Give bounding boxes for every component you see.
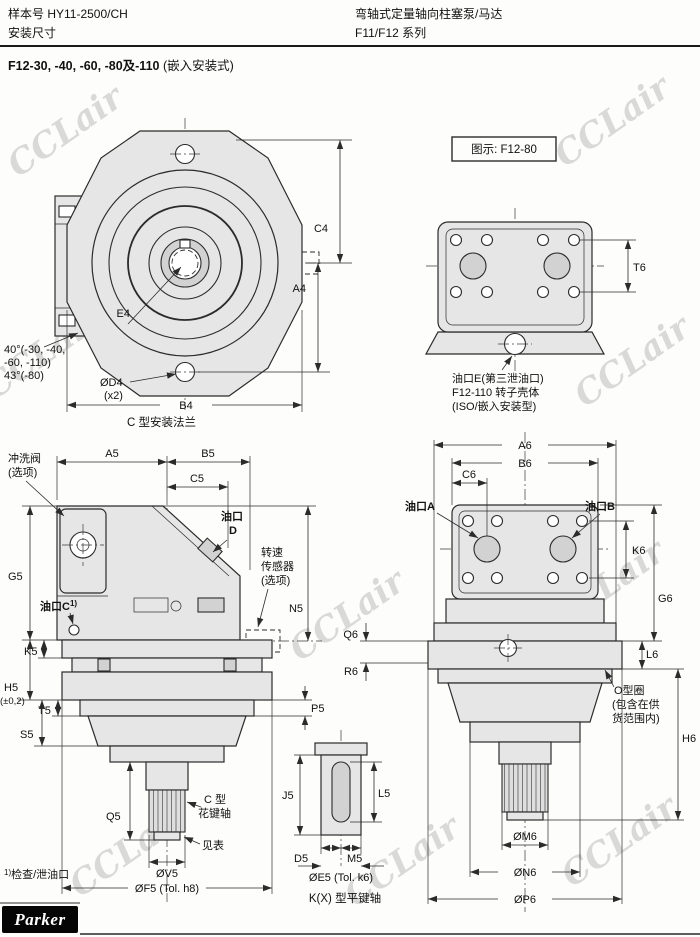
sensor-label1: 转速	[261, 545, 283, 559]
dim-h6-label: H6	[682, 733, 696, 745]
angle-note-line2: -60, -110)	[4, 357, 51, 369]
watermark: CCLair	[547, 66, 679, 175]
port-e-note-line2: F12-110 转子壳体	[452, 385, 539, 399]
dim-b6-label: B6	[518, 458, 531, 470]
dim-k5-label: K5	[24, 646, 37, 658]
dim-p5-label: P5	[311, 703, 324, 715]
dim-s5-label: S5	[20, 729, 33, 741]
dim-a6-label: A6	[518, 440, 531, 452]
dim-l6-label: L6	[646, 649, 658, 661]
dim-n5-label: N5	[289, 603, 303, 615]
dim-h5-label: H5	[4, 682, 18, 694]
dim-b5-label: B5	[201, 448, 214, 460]
key-shaft-drawing: J5 L5 D5 M5 ØE5 (Tol. k6) K(X) 型平键轴	[282, 730, 390, 905]
figure-label-box	[451, 136, 557, 162]
mounting-flange-right	[427, 640, 623, 670]
dim-a4-label: A4	[293, 283, 306, 295]
spline-type-label2: 花键轴	[198, 806, 231, 820]
front-view-drawing: E4 ØD4 (x2) C4 A4 B4 C 型安装法兰 40°(-30, -4…	[4, 118, 352, 429]
dim-h5-tol-label: (±0,2)	[0, 696, 25, 707]
port-e-note-line3: (ISO/嵌入安装型)	[452, 399, 536, 413]
dim-j5-label: J5	[282, 790, 294, 802]
header-left: 样本号 HY11-2500/CH 安装尺寸	[8, 5, 128, 43]
spline-shaft	[148, 789, 186, 833]
port-a-label: 油口A	[405, 499, 435, 513]
port-a-circle	[473, 535, 501, 563]
parker-logo-text: Parker	[14, 909, 66, 929]
dim-m6-label: ØM6	[513, 831, 537, 843]
dim-p6-label: ØP6	[514, 894, 536, 906]
dim-e5-label: ØE5 (Tol. k6)	[309, 872, 373, 884]
rotor-housing	[437, 221, 593, 333]
dim-q5-label: Q5	[106, 811, 121, 823]
dim-b4-label: B4	[179, 400, 192, 412]
doc-subtitle: 安装尺寸	[8, 26, 57, 40]
oring-note-line1: O型圈	[614, 683, 645, 697]
sensor-label2: 传感器	[261, 560, 294, 573]
port-face-plate	[451, 504, 599, 600]
flush-valve-label2: (选项)	[8, 466, 37, 479]
front-view-caption: C 型安装法兰	[127, 415, 196, 429]
pilot-circle	[127, 205, 243, 321]
dim-r6-label: R6	[344, 666, 358, 678]
doc-number: 样本号 HY11-2500/CH	[8, 7, 128, 21]
angle-note-line3: 43°(-80)	[4, 370, 44, 382]
port-b-label: 油口B	[585, 499, 615, 513]
dim-f5-label: ØF5 (Tol. h8)	[135, 883, 199, 895]
footnote: 1)检查/泄油口	[4, 867, 69, 881]
side-view-drawing: A5 B5 C5 冲洗阀 (选项) 油口 D 转速 传感器 (选项) N5	[0, 448, 324, 902]
angle-note-line1: 40°(-30, -40,	[4, 344, 65, 356]
port-view-drawing: A6 B6 C6 油口A 油口B K6 G6 L6 H6	[343, 432, 696, 912]
header-right: 弯轴式定量轴向柱塞泵/马达 F11/F12 系列	[355, 5, 502, 43]
dim-d4-qty-label: (x2)	[104, 390, 123, 402]
watermark: CCLair	[554, 786, 686, 895]
port-d-label: 油口	[221, 509, 243, 523]
dim-g5-label: G5	[8, 571, 23, 583]
section-title-models: F12-30, -40, -60, -80及-110	[8, 59, 160, 73]
key-shaft-caption: K(X) 型平键轴	[309, 891, 381, 905]
keyway-slot	[331, 761, 351, 823]
section-title-type: (嵌入安装式)	[159, 59, 234, 73]
port-d-letter: D	[229, 525, 237, 537]
drain-port-circle	[68, 624, 80, 636]
rear-view-drawing: 图示: F12-80 T6 油口E(第三泄油口) F12-110 转子壳体 (I	[424, 136, 646, 413]
series-title: F11/F12 系列	[355, 26, 427, 40]
product-title: 弯轴式定量轴向柱塞泵/马达	[355, 7, 503, 21]
dim-d5-label: D5	[294, 853, 308, 865]
dim-e4-label: E4	[117, 308, 130, 320]
port-circle-left	[459, 252, 487, 280]
port-circle-right	[543, 252, 571, 280]
port-c-label: 油口C1)	[40, 599, 77, 613]
dim-t5-label: T5	[38, 705, 51, 717]
header-rule	[0, 45, 700, 47]
dim-q6-label: Q6	[343, 629, 358, 641]
oring-note-line3: 货范围内)	[612, 711, 660, 725]
sensor-label3: (选项)	[261, 574, 290, 587]
dim-t6-label: T6	[633, 262, 646, 274]
mounting-flange	[61, 671, 273, 701]
port-e-note-line1: 油口E(第三泄油口)	[452, 371, 544, 385]
dim-a5-label: A5	[105, 448, 118, 460]
dim-c5-label: C5	[190, 473, 204, 485]
dim-k6-label: K6	[632, 545, 645, 557]
figure-label: 图示: F12-80	[471, 143, 537, 156]
dim-c6-label: C6	[462, 469, 476, 481]
dim-c4-label: C4	[314, 223, 328, 235]
dim-d4-label: ØD4	[100, 377, 123, 389]
dim-v5-label: ØV5	[156, 868, 178, 880]
dim-n6-label: ØN6	[514, 867, 537, 879]
port-b-circle	[549, 535, 577, 563]
section-title: F12-30, -40, -60, -80及-110 (嵌入安装式)	[8, 55, 234, 74]
dim-g6-label: G6	[658, 593, 673, 605]
oring-note-line2: (包含在供	[612, 697, 660, 711]
flush-valve-label1: 冲洗阀	[8, 451, 41, 465]
see-table-label: 见表	[202, 838, 224, 852]
dim-m5-label: M5	[347, 853, 362, 865]
spline-type-label1: C 型	[204, 792, 226, 806]
parker-logo: Parker	[2, 906, 78, 933]
spline-shaft-right	[501, 763, 549, 813]
dim-l5-label: L5	[378, 788, 390, 800]
